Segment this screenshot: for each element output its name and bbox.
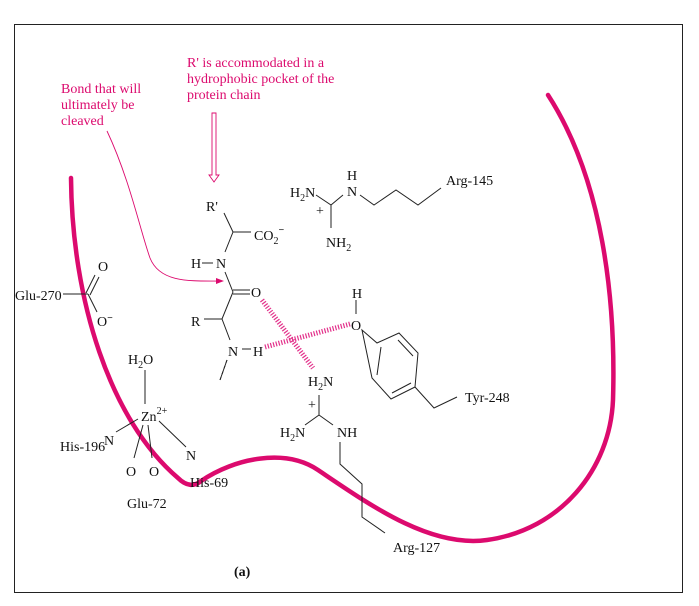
plus-charge: +: [316, 204, 324, 219]
amine-label: H2N: [290, 186, 315, 204]
residue-label: Arg-127: [393, 541, 440, 556]
zinc-site: H2O Zn2+ N His-196 O O N His-69 Glu-72: [60, 353, 228, 512]
arrowhead-icon: [216, 278, 224, 284]
amide-h-label: H: [191, 257, 201, 272]
residue-label: His-69: [190, 476, 228, 491]
water-label: H2O: [128, 353, 153, 371]
annotation-line: Bond that will: [61, 82, 141, 97]
curved-pointer-arrow: [106, 130, 223, 282]
o-label: O: [351, 319, 361, 334]
residue-label: Glu-270: [15, 289, 62, 304]
oxide-label: O−: [97, 313, 113, 330]
oxygen-label: O: [98, 260, 108, 275]
cleaved-bond-annotation: Bond that will ultimately be cleaved: [61, 82, 224, 284]
h-label: H: [352, 287, 362, 302]
hollow-down-arrow-icon: [208, 112, 220, 183]
amine-label: H2N: [308, 375, 333, 393]
substrate-peptide: R' CO2− H N O R N H: [191, 200, 284, 381]
annotation-line: hydrophobic pocket of the: [187, 72, 334, 87]
carbonyl-o-label: O: [251, 286, 261, 301]
hydrophobic-pocket-annotation: R' is accommodated in a hydrophobic pock…: [187, 56, 334, 183]
residue-label: His-196: [60, 440, 105, 455]
amine-n-label: N: [228, 345, 238, 360]
r-label: R: [191, 315, 201, 330]
hydrogen-bond: [264, 321, 351, 350]
protein-chain-curve: [68, 92, 616, 544]
amine-label: NH2: [326, 236, 351, 254]
carboxylate-label: CO2−: [254, 225, 284, 247]
n-label: N: [104, 434, 114, 449]
residue-label: Glu-72: [127, 497, 167, 512]
o-label: O: [149, 465, 159, 480]
residue-label: Tyr-248: [465, 391, 510, 406]
nh-label: NH: [337, 426, 357, 441]
n-label: N: [347, 185, 357, 200]
substrate-bonds: [204, 212, 251, 381]
arg-127-residue: H2N + H2N NH Arg-127: [280, 375, 440, 556]
annotation-line: protein chain: [187, 88, 260, 103]
tyr-248-residue: H O Tyr-248: [351, 287, 510, 409]
n-label: N: [186, 449, 196, 464]
r-prime-label: R': [206, 200, 218, 215]
amine-label: H2N: [280, 426, 305, 444]
arg-145-residue: H2N H N + NH2 Arg-145: [290, 169, 493, 254]
annotation-line: cleaved: [61, 114, 104, 129]
h-label: H: [347, 169, 357, 184]
residue-label: Arg-145: [446, 174, 493, 189]
zinc-label: Zn2+: [141, 406, 168, 425]
annotation-line: ultimately be: [61, 98, 134, 113]
amine-h-label: H: [253, 345, 263, 360]
amide-n-label: N: [216, 257, 226, 272]
glu-270-residue: Glu-270 O O−: [15, 260, 113, 330]
plus-charge: +: [308, 398, 316, 413]
hydrogen-bond: [260, 298, 315, 370]
o-label: O: [126, 465, 136, 480]
figure-caption: (a): [234, 565, 251, 580]
annotation-line: R' is accommodated in a: [187, 56, 325, 71]
